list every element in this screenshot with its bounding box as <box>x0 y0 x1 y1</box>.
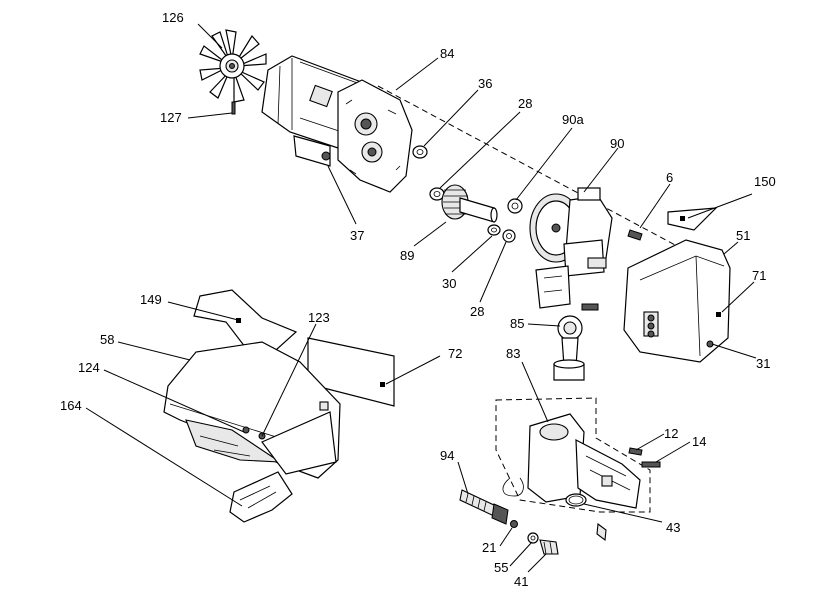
fitting-21 <box>510 520 518 528</box>
callout-94: 94 <box>440 448 454 463</box>
connecting-rod-85 <box>553 315 585 381</box>
callout-55: 55 <box>494 560 508 575</box>
callout-28-top: 28 <box>518 96 532 111</box>
callout-127: 127 <box>160 110 182 125</box>
washer-30 <box>487 224 501 236</box>
crankcase-assembly-90 <box>529 187 613 311</box>
callout-150: 150 <box>754 174 776 189</box>
fan-part <box>199 29 267 103</box>
motor-part <box>261 55 413 193</box>
label-150 <box>667 207 718 231</box>
callout-89: 89 <box>400 248 414 263</box>
callout-37: 37 <box>350 228 364 243</box>
callout-124: 124 <box>78 360 100 375</box>
callout-30: 30 <box>442 276 456 291</box>
relief-valve-94 <box>459 489 509 525</box>
callout-43: 43 <box>666 520 680 535</box>
screw-12 <box>628 447 643 456</box>
washer-28-top <box>429 187 445 201</box>
callout-21: 21 <box>482 540 496 555</box>
callout-31: 31 <box>756 356 770 371</box>
callout-164: 164 <box>60 398 82 413</box>
callout-85: 85 <box>510 316 524 331</box>
washer-90a <box>507 198 523 214</box>
callout-72: 72 <box>448 346 462 361</box>
callout-58: 58 <box>100 332 114 347</box>
callout-28-bottom: 28 <box>470 304 484 319</box>
shroud-58 <box>163 341 341 479</box>
washer-28-bottom <box>502 229 516 243</box>
callout-51: 51 <box>736 228 750 243</box>
callout-83: 83 <box>506 346 520 361</box>
callout-126: 126 <box>162 10 184 25</box>
screw-6 <box>627 229 643 241</box>
shroud-cover-51 <box>623 239 731 363</box>
gear-shaft-89 <box>441 184 498 223</box>
pin-part <box>596 522 607 542</box>
callout-71: 71 <box>752 268 766 283</box>
callout-12: 12 <box>664 426 678 441</box>
callout-41: 41 <box>514 574 528 589</box>
callout-90: 90 <box>610 136 624 151</box>
label-72 <box>307 337 395 407</box>
callout-6: 6 <box>666 170 673 185</box>
leader-lines <box>85 23 757 573</box>
callout-labels: 126 127 84 36 28 90a 90 6 150 37 89 30 2… <box>60 10 776 589</box>
washer-36 <box>412 145 428 159</box>
washer-55 <box>527 532 539 544</box>
callout-90a: 90a <box>562 112 584 127</box>
screw-14 <box>641 461 661 468</box>
screw-127 <box>231 101 236 115</box>
callout-36: 36 <box>478 76 492 91</box>
pump-head-assembly-83 <box>495 397 651 513</box>
callout-123: 123 <box>308 310 330 325</box>
fitting-41 <box>539 539 559 555</box>
callout-149: 149 <box>140 292 162 307</box>
callout-84: 84 <box>440 46 454 61</box>
bracket-164 <box>229 471 293 523</box>
callout-14: 14 <box>692 434 706 449</box>
